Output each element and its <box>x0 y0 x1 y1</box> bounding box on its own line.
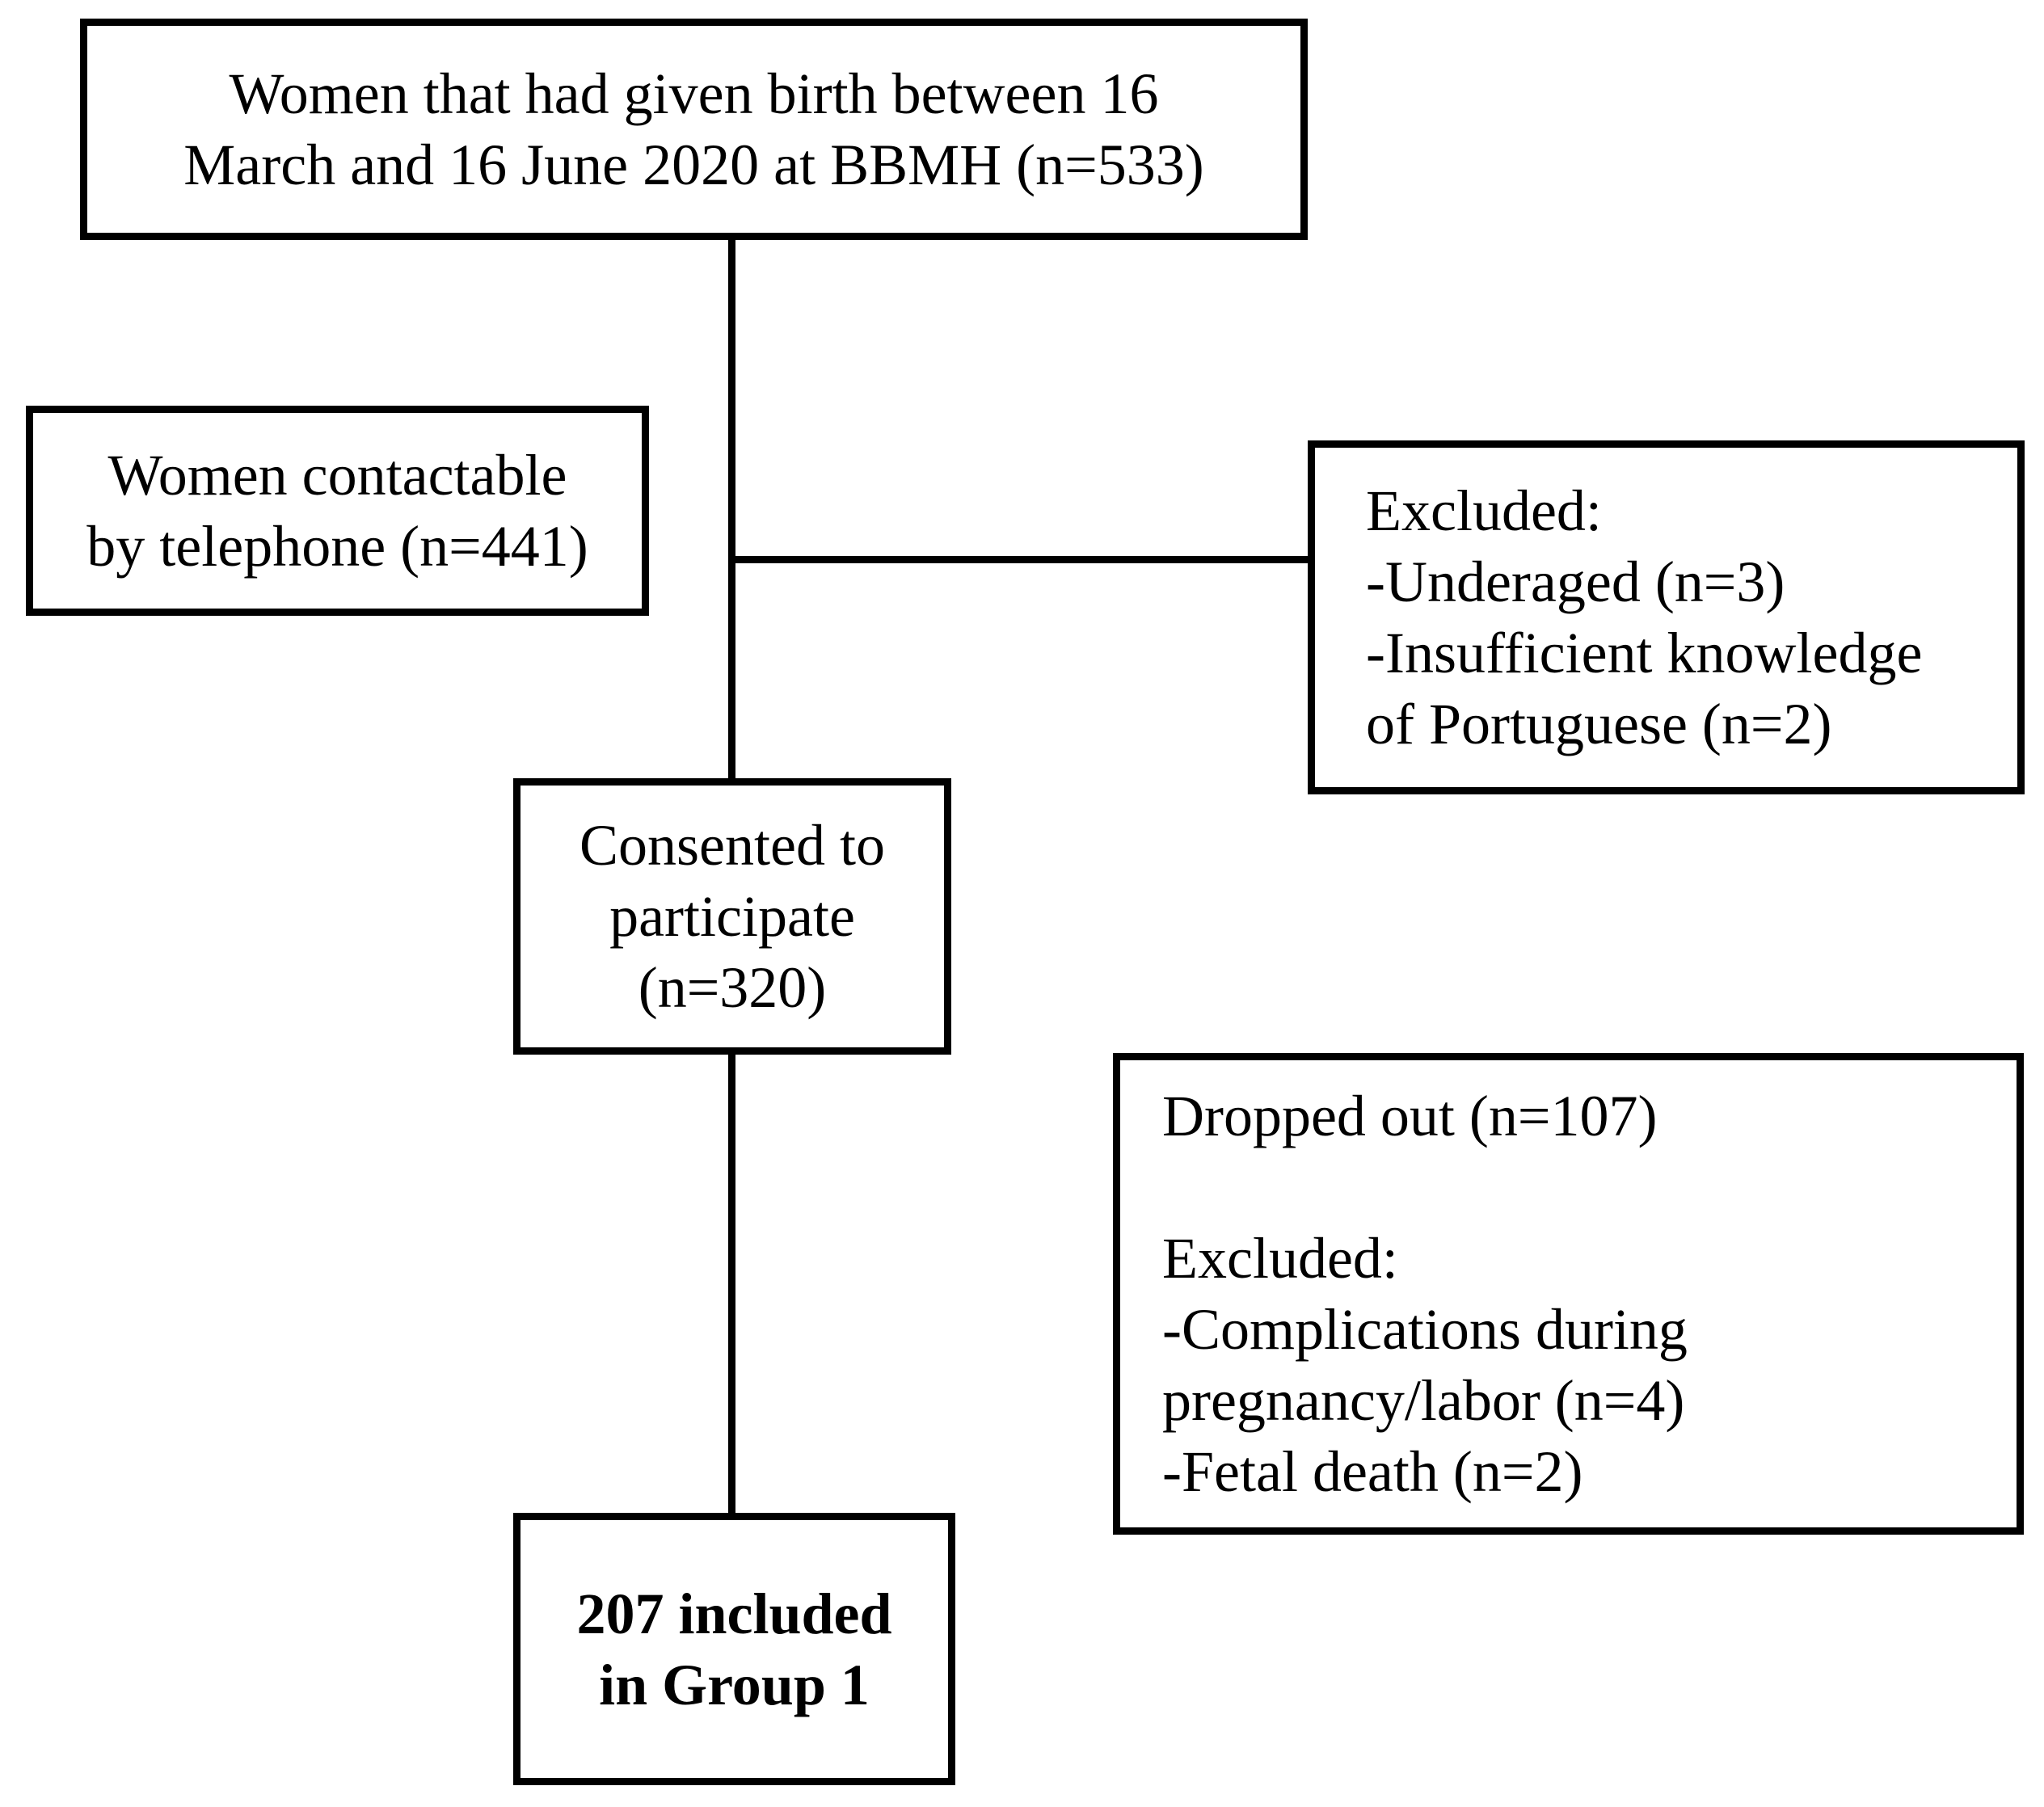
box-dropped-excluded: Dropped out (n=107) Excluded: -Complicat… <box>1113 1053 2024 1535</box>
connector-trunk-lower <box>728 1055 735 1513</box>
box-text-line: -Complications during <box>1162 1297 1688 1362</box>
box-text-line: Women that had given birth between 16 <box>229 61 1159 126</box>
box-text-line: Dropped out (n=107) <box>1162 1084 1658 1148</box>
box-text-line: Consented to <box>579 813 885 878</box>
box-text-line: 207 included <box>576 1581 892 1646</box>
box-contactable: Women contactable by telephone (n=441) <box>26 406 649 616</box>
box-text-line: pregnancy/labor (n=4) <box>1162 1368 1685 1433</box>
box-text-line: Excluded: <box>1366 478 1602 543</box>
box-text-line: by telephone (n=441) <box>86 514 588 579</box>
box-text-line: Women contactable <box>107 443 567 508</box>
box-text-line: -Underaged (n=3) <box>1366 550 1785 614</box>
box-source-population: Women that had given birth between 16 Ma… <box>80 19 1308 240</box>
box-text-line: in Group 1 <box>599 1652 870 1717</box>
box-text-line: March and 16 June 2020 at BBMH (n=533) <box>183 133 1204 197</box>
box-text-line: -Insufficient knowledge <box>1366 621 1923 685</box>
box-text-line: of Portuguese (n=2) <box>1366 692 1832 756</box>
box-text-line: -Fetal death (n=2) <box>1162 1439 1583 1504</box>
box-text-line: Excluded: <box>1162 1226 1398 1291</box>
connector-trunk-upper <box>728 240 735 778</box>
connector-branch-excluded <box>728 556 1308 563</box>
box-text-line: participate <box>609 884 855 949</box>
box-excluded-initial: Excluded: -Underaged (n=3) -Insufficient… <box>1308 440 2025 794</box>
box-consented: Consented to participate (n=320) <box>513 778 951 1055</box>
box-text-line: (n=320) <box>638 955 827 1020</box>
box-group1: 207 included in Group 1 <box>513 1513 955 1785</box>
